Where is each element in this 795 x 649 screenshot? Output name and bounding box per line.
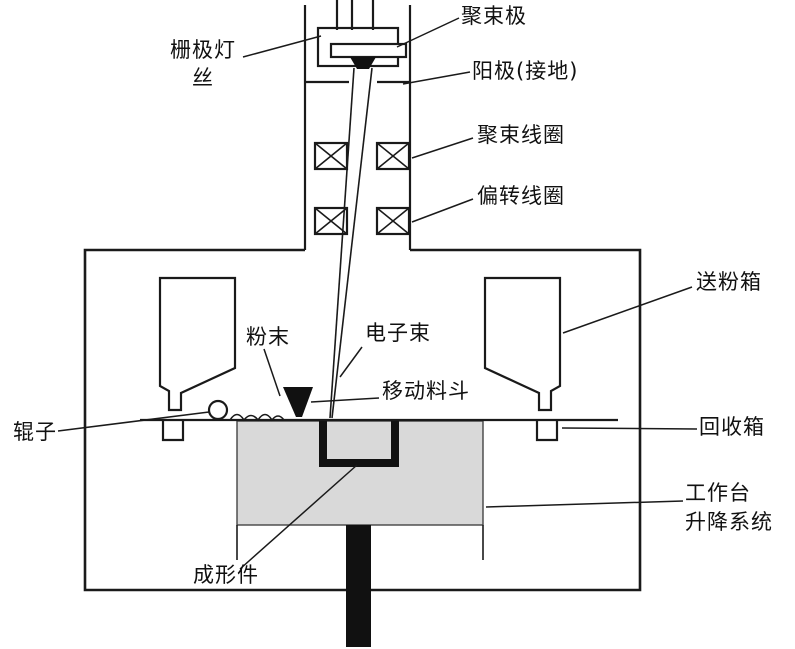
label-worktable-lifting-system: 工作台 升降系统 [685, 481, 773, 534]
recovery-box-left [161, 420, 185, 442]
focusing-electrode-bar [329, 42, 408, 59]
label-focusing-electrode: 聚束极 [461, 4, 527, 28]
label-grid-filament: 栅极灯丝 [170, 38, 236, 90]
label-anode: 阳极(接地) [472, 59, 579, 83]
powder-feed-hopper-left [158, 276, 237, 412]
recovery-box-right [535, 420, 559, 442]
leader-lines [57, 17, 698, 570]
powder-feed-hopper-right [483, 276, 562, 412]
label-powder-feed-box: 送粉箱 [696, 270, 762, 294]
label-powder: 粉末 [246, 325, 290, 349]
lifting-piston [346, 525, 371, 647]
filament-tip [350, 57, 376, 69]
label-recovery-box: 回收箱 [699, 415, 765, 439]
electron-beam-lines [329, 67, 373, 419]
label-focusing-coil: 聚束线圈 [477, 123, 565, 147]
roller-shape [207, 399, 229, 421]
moving-hopper-shape [283, 387, 313, 417]
filament-leads [335, 0, 375, 30]
formed-part-shape [319, 420, 399, 467]
build-tank [236, 420, 484, 526]
label-electron-beam: 电子束 [365, 321, 431, 345]
label-deflection-coil: 偏转线圈 [477, 184, 565, 208]
powder-pile [229, 413, 285, 422]
focusing-coils [313, 141, 411, 171]
label-roller: 辊子 [13, 420, 57, 444]
label-moving-hopper: 移动料斗 [382, 379, 470, 403]
deflection-coils [313, 206, 411, 236]
label-formed-part: 成形件 [193, 563, 259, 587]
